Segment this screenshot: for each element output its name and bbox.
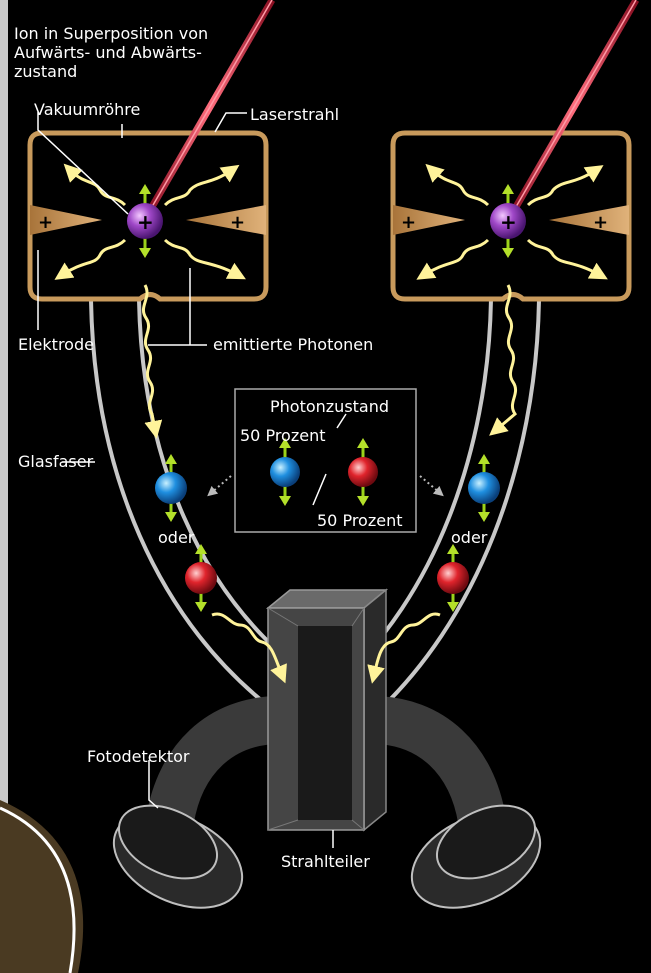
emitted-photons-label: emittierte Photonen xyxy=(213,335,373,354)
laser-beam-label: Laserstrahl xyxy=(250,105,339,124)
beam-splitter-label: Strahlteiler xyxy=(281,852,370,871)
ion-superposition-label: Ion in Superposition von Aufwärts- und A… xyxy=(14,24,246,81)
or-label-left: oder xyxy=(158,528,194,547)
ion-charge-sign: + xyxy=(500,210,517,234)
glass-fiber-label: Glasfaser xyxy=(18,452,93,471)
percent-label-red: 50 Prozent xyxy=(317,511,402,530)
electrode-plus-sign: + xyxy=(38,212,53,233)
or-label-right: oder xyxy=(451,528,487,547)
photodetector-label: Fotodetektor xyxy=(87,747,190,766)
electrode-plus-sign: + xyxy=(593,212,608,233)
electrode-plus-sign: + xyxy=(401,212,416,233)
beam-splitter xyxy=(268,590,386,830)
percent-label-blue: 50 Prozent xyxy=(240,426,325,445)
electrode-label: Elektrode xyxy=(18,335,94,354)
photon-state-label: Photonzustand xyxy=(270,397,389,416)
electrode-plus-sign: + xyxy=(230,212,245,233)
ion-charge-sign: + xyxy=(137,210,154,234)
vacuum-tube-label: Vakuumröhre xyxy=(34,100,140,119)
